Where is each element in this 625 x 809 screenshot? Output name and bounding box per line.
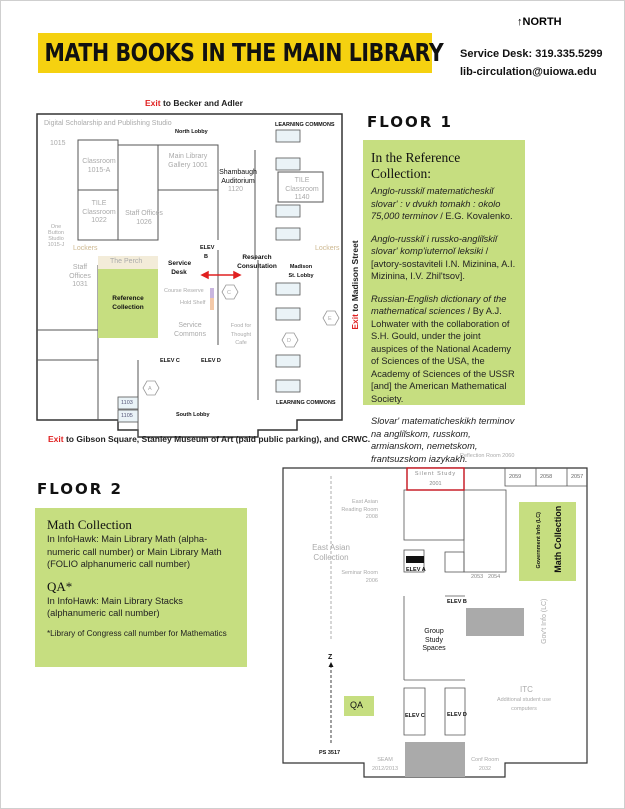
room-2058: 2058 (540, 474, 553, 480)
hex-e-marker: E (328, 316, 332, 322)
silent-study-room (406, 467, 465, 491)
ps-3517-label: PS 3517 (319, 750, 341, 756)
north-indicator: ↑NORTH (517, 16, 562, 28)
reference-item: Slovarʹ matematicheskikh terminov na ang… (371, 415, 517, 465)
lockers-left-label: Lockers (73, 245, 98, 252)
perch-label: The Perch (110, 258, 143, 265)
reference-collection-box: In the Reference Collection: Anglo-russk… (363, 140, 525, 464)
north-label: NORTH (522, 16, 562, 28)
math-collection-text: In InfoHawk: Main Library Math (alpha-nu… (47, 534, 222, 569)
madison-lobby-label: Madison St. Lobby (288, 264, 314, 279)
exit-top-label: Exit to Becker and Adler (145, 98, 243, 108)
room-2059: 2059 (509, 474, 522, 480)
exit-text: to Gibson Square, Stanley Museum of Art … (65, 434, 371, 444)
reference-item: Anglo-russkiĭ i russko-angliĭskiĭ slovar… (371, 233, 517, 283)
north-lobby-label: North Lobby (175, 129, 208, 135)
reference-item-details: / By A.J. Lohwater with the collaboratio… (371, 306, 515, 404)
itc-description: Additional student use computers (496, 697, 552, 712)
elev-b-floor2-label: ELEV B (447, 599, 467, 605)
reference-heading: In the Reference Collection: (371, 150, 461, 181)
reference-item: Anglo-russkiĭ matematicheskiĭ slovarʹ : … (371, 185, 517, 223)
reference-collection-label: Reference Collection (112, 295, 144, 311)
course-reserve-label: Course Reserve (164, 288, 204, 294)
digital-studio-label: Digital Scholarship and Publishing Studi… (44, 120, 172, 127)
room-2057: 2057 (571, 474, 584, 480)
reference-item-details: / E.G. Kovalenko. (437, 211, 513, 221)
room-1105: 1105 (121, 413, 133, 419)
itc-label: ITC (520, 685, 533, 694)
east-asian-collection-label: East Asian Collection (312, 543, 350, 562)
exit-text: to Becker and Adler (162, 98, 243, 108)
exit-bottom-label: Exit to Gibson Square, Stanley Museum of… (48, 434, 370, 444)
reference-collection-area (98, 269, 158, 338)
government-info-label: Government Info (LC) (535, 511, 542, 569)
qa-heading: QA* (47, 578, 73, 594)
tile-1022-label: TILE Classroom 1022 (82, 200, 116, 224)
classroom-1015a-label: Classroom 1015-A (82, 158, 116, 174)
shambaugh-number: 1120 (228, 186, 244, 193)
seminar-room-label: Seminar Room 2006 (341, 570, 378, 584)
government-info-area (519, 502, 576, 581)
north-arrow-icon: ↑ (517, 16, 523, 28)
one-button-label: One Button Studio 1015-J (47, 224, 65, 248)
hex-c-marker: C (227, 290, 231, 296)
south-lobby-label: South Lobby (176, 412, 210, 418)
reference-item-details: / [avtory-sostaviteli I.N. Mizinina, A.I… (371, 246, 516, 281)
math-collection-box: Math Collection In InfoHawk: Main Librar… (35, 508, 247, 667)
elev-b-label: ELEV B (200, 245, 215, 260)
food-for-thought-label: Food for Thought Cafe (230, 323, 252, 346)
call-number-z-label: Z (328, 654, 333, 661)
silent-study-number: 2001 (429, 481, 442, 487)
silent-study-label: Silent Study (414, 471, 457, 477)
hex-a-marker: A (148, 386, 152, 392)
service-desk-label: Service Desk (168, 260, 192, 276)
hex-d-marker: D (287, 338, 291, 344)
reflection-room-label: Reflection Room 2060 (460, 453, 515, 459)
lockers-right-label: Lockers (315, 245, 340, 252)
learning-commons-bottom-label: LEARNING COMMONS (276, 400, 336, 406)
seam-label: SEAM 2012/2013 (372, 757, 398, 772)
reference-item-title: Russian-English dictionary of the mathem… (371, 293, 507, 317)
east-asian-reading-room-label: East Asian Reading Room 2008 (341, 499, 378, 520)
reference-item-title: Anglo-russkiĭ i russko-angliĭskiĭ slovar… (371, 233, 498, 257)
gallery-label: Main Library Gallery 1001 (168, 153, 208, 169)
staff-1031-label: Staff Offices 1031 (69, 264, 91, 288)
shambaugh-label: Shambaugh Auditorium (219, 169, 257, 185)
tile-1140-label: TILE Classroom 1140 (285, 177, 319, 201)
reference-item: Russian-English dictionary of the mathem… (371, 293, 517, 406)
room-2053: 2053 (471, 574, 484, 580)
staff-1026-label: Staff Offices 1026 (125, 210, 163, 226)
service-desk-phone: Service Desk: 319.335.5299 (460, 48, 603, 60)
exit-word: Exit (145, 98, 161, 108)
room-1103: 1103 (121, 400, 133, 406)
elev-c-label: ELEV C (160, 358, 180, 364)
room-2054: 2054 (488, 574, 501, 580)
reference-item-title: Anglo-russkiĭ matematicheskiĭ slovarʹ : … (371, 186, 501, 221)
exit-word: Exit (48, 434, 64, 444)
research-consultation-label: Research Consultation (237, 254, 277, 270)
elev-a-label: ELEV A (406, 567, 426, 573)
floor2-heading: FLOOR 2 (37, 480, 123, 498)
title-banner: MATH BOOKS IN THE MAIN LIBRARY (38, 33, 444, 73)
qa-text: In InfoHawk: Main Library Stacks (alphan… (47, 595, 183, 619)
elev-c-floor2-label: ELEV C (405, 713, 425, 719)
learning-commons-top-label: LEARNING COMMONS (275, 122, 335, 128)
govt-info-gray-label: Gov't Info (LC) (540, 598, 548, 644)
conf-room-label: Conf Room 2032 (471, 757, 499, 772)
group-study-label: Group Study Spaces (422, 628, 446, 652)
reference-item-title: Slovarʹ matematicheskikh terminov na ang… (371, 416, 515, 464)
math-collection-map-label: Math Collection (552, 505, 563, 573)
qa-map-label: QA (350, 700, 364, 710)
digital-studio-number: 1015 (50, 140, 66, 147)
footnote: *Library of Congress call number for Mat… (47, 628, 227, 638)
math-collection-heading: Math Collection (47, 517, 132, 532)
elev-d-floor2-label: ELEV D (447, 712, 467, 718)
service-commons-label: Service Commons (174, 322, 206, 338)
floor1-heading: FLOOR 1 (367, 113, 453, 131)
email-link[interactable]: lib-circulation@uiowa.edu (460, 66, 597, 78)
qa-area (344, 696, 374, 716)
elev-d-label: ELEV D (201, 358, 221, 364)
hold-shelf-label: Hold Shelf (180, 300, 206, 306)
